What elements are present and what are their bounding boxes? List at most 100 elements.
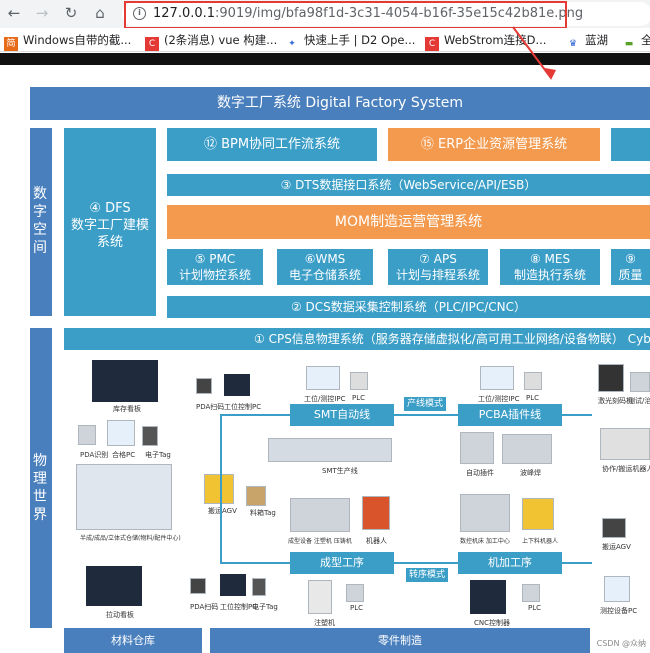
loader-robot-image xyxy=(522,498,554,530)
url-text[interactable]: 127.0.0.1:9019/img/bfa98f1d-3c31-4054-b1… xyxy=(153,6,583,21)
caption: PLC xyxy=(526,394,540,402)
home-icon[interactable]: ⌂ xyxy=(95,4,105,22)
caption: 工位/测控IPC xyxy=(304,395,346,403)
station-pc-image xyxy=(107,420,135,446)
parts-manufacturing-footer: 零件制造 xyxy=(210,628,590,653)
browser-toolbar: ← → ↻ ⌂ i 127.0.0.1:9019/img/bfa98f1d-3c… xyxy=(0,0,650,29)
bookmark-favicon-icon: 简 xyxy=(4,37,18,51)
pcba-line-box: PCBA插件线 xyxy=(458,404,562,426)
module-line2: 制造执行系统 xyxy=(513,268,586,282)
bookmark-item[interactable]: C(2条消息) vue 构建... xyxy=(145,32,277,51)
module-line1: ⑨ xyxy=(625,252,636,266)
connector-line xyxy=(394,414,458,416)
caption: PLC xyxy=(352,394,366,402)
caption: 半成/成品/立体式仓储(物料/配件中心) xyxy=(80,535,181,542)
transfer-mode-tag: 转序模式 xyxy=(406,568,448,582)
line-mode-tag: 产线模式 xyxy=(404,397,446,411)
smt-ipc-image xyxy=(306,366,340,390)
collab-robot-image xyxy=(600,428,650,460)
dcs-box: ② DCS数据采集控制系统（PLC/IPC/CNC） xyxy=(167,296,650,318)
forward-arrow-icon[interactable]: → xyxy=(35,4,49,22)
cps-box: ① CPS信息物理系统（服务器存储虚拟化/高可用工业网络/设备物联） Cyber… xyxy=(64,328,650,350)
module-line2: 计划与排程系统 xyxy=(395,268,480,282)
bookmark-favicon-icon: ♛ xyxy=(568,39,578,49)
smt-production-line-image xyxy=(268,438,392,462)
molding-plc-image xyxy=(346,584,364,602)
material-warehouse-footer: 材料仓库 xyxy=(64,628,202,653)
physical-world-panel xyxy=(30,328,52,628)
caption: PLC xyxy=(350,604,364,612)
digital-space-label: 数字空间 xyxy=(33,186,47,256)
arrow-shaft xyxy=(512,26,552,79)
pda-image xyxy=(78,425,96,445)
caption: 注塑机 xyxy=(314,619,335,627)
caption: 电子Tag xyxy=(252,603,278,611)
pcba-plc-image xyxy=(524,372,542,390)
printer-image xyxy=(142,426,158,446)
bookmarks-bar: 简 Windows自带的截... C(2条消息) vue 构建... ✦快速上手 … xyxy=(0,28,650,52)
bookmark-item[interactable]: 简 Windows自带的截... xyxy=(4,32,131,51)
caption: 协作/搬运机器人 xyxy=(602,465,650,473)
bpm-box: ⑫ BPM协同工作流系统 xyxy=(167,128,377,161)
auto-insert-machine-image xyxy=(460,432,494,464)
module-line1: ⑤ PMC xyxy=(194,252,236,266)
caption: SMT生产线 xyxy=(322,467,358,475)
dfs-box: ④ DFS 数字工厂建模 系统 xyxy=(64,128,156,316)
measure-pc-image xyxy=(604,576,630,602)
caption: 库存看板 xyxy=(113,405,141,413)
bookmark-label: Windows自带的截... xyxy=(23,33,132,47)
module-line1: ⑥WMS xyxy=(304,252,346,266)
caption: 搬运AGV xyxy=(602,543,631,551)
caption: PDA识别 xyxy=(80,451,109,459)
bookmark-favicon-icon: C xyxy=(425,37,439,51)
physical-world-label: 物理世界 xyxy=(33,453,47,523)
caption: 拉动看板 xyxy=(106,611,134,619)
diagram-title: 数字工厂系统 Digital Factory System xyxy=(30,87,650,120)
caption: 自动插件 xyxy=(466,469,494,477)
bookmark-item[interactable]: ♛ 蓝湖 xyxy=(566,32,608,51)
erp-box: ⑮ ERP企业资源管理系统 xyxy=(388,128,600,161)
module-line2: 电子仓储系统 xyxy=(288,268,361,282)
cnc-machine-image xyxy=(460,494,510,532)
reload-icon[interactable]: ↻ xyxy=(64,4,78,22)
pull-board-image xyxy=(86,566,142,606)
wave-solder-image xyxy=(502,434,552,464)
digital-space-panel xyxy=(30,128,52,316)
caption: 搬运AGV xyxy=(208,507,237,515)
caption: PDA扫码 xyxy=(190,603,219,611)
caption: PLC xyxy=(528,604,542,612)
connector-line xyxy=(220,414,222,564)
bookmark-label: 蓝湖 xyxy=(585,33,608,47)
bookmark-favicon-icon: C xyxy=(145,37,159,51)
module-line2: 计划物控系统 xyxy=(178,268,251,282)
info-icon[interactable]: i xyxy=(133,7,146,20)
printer-image xyxy=(252,578,266,596)
caption: 成型设备 注塑机 压铸机 xyxy=(288,538,352,545)
dfs-line2: 数字工厂建模 xyxy=(70,218,149,233)
ipc-image xyxy=(220,574,246,596)
caption: CNC控制器 xyxy=(474,619,511,627)
back-arrow-icon[interactable]: ← xyxy=(7,4,21,22)
bookmark-item[interactable]: ▬全 xyxy=(622,32,650,51)
connector-line xyxy=(220,414,290,416)
page-top-strip xyxy=(0,53,650,65)
caption: 激光刻码机 xyxy=(598,397,633,405)
caption: 波峰焊 xyxy=(520,469,541,477)
caption: 工位控制PC xyxy=(224,403,262,411)
caption: 工位控制PC xyxy=(220,603,258,611)
pda-scanner-image xyxy=(190,578,206,594)
connector-line xyxy=(562,414,592,416)
caption: 机器人 xyxy=(366,537,387,545)
caption: 测试/治具 xyxy=(628,397,650,405)
pda-scanner-image xyxy=(196,378,212,394)
caption: 电子Tag xyxy=(145,451,171,459)
address-bar[interactable] xyxy=(122,2,650,26)
molding-machine-image xyxy=(290,498,350,532)
bookmark-item[interactable]: ✦快速上手 | D2 Ope... xyxy=(285,32,415,51)
smt-line-box: SMT自动线 xyxy=(290,404,394,426)
caption: 上下料机器人 xyxy=(522,538,559,545)
